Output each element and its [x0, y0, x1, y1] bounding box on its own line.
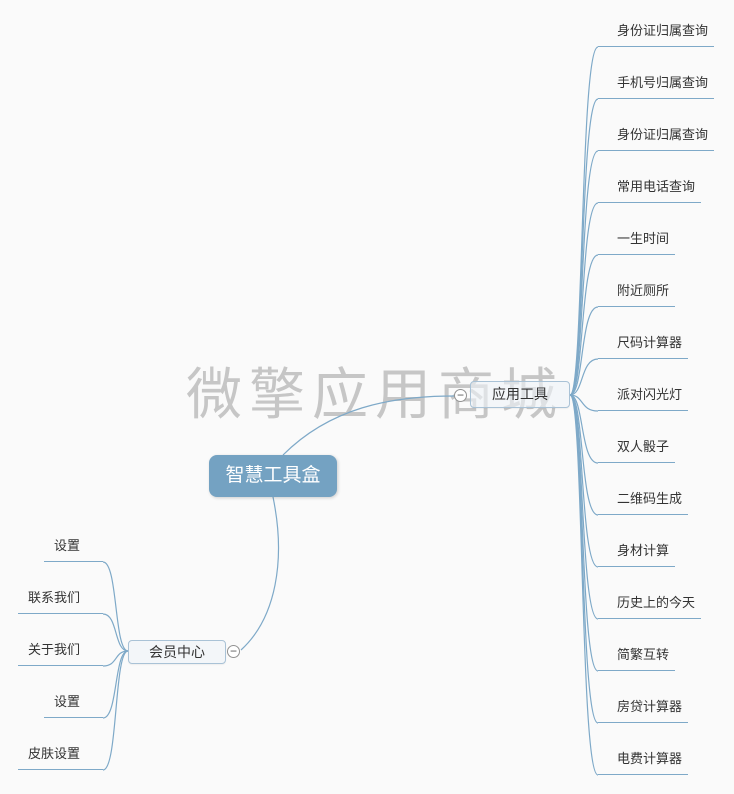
leaf-node[interactable]: 设置 [43, 539, 103, 562]
leaf-node[interactable]: 房贷计算器 [598, 700, 689, 723]
leaf-node[interactable]: 设置 [43, 695, 103, 718]
leaf-node[interactable]: 电费计算器 [598, 752, 689, 775]
branch-curve [569, 394, 599, 412]
leaf-node[interactable]: 简繁互转 [598, 648, 676, 671]
branch-curve [569, 394, 599, 464]
leaf-node[interactable]: 二维码生成 [598, 492, 689, 515]
collapse-expander-member-icon[interactable]: − [227, 645, 240, 658]
branch-node-apps[interactable]: 应用工具 [470, 381, 570, 408]
leaf-node[interactable]: 派对闪光灯 [598, 388, 689, 411]
root-node[interactable]: 智慧工具盒 [209, 455, 337, 497]
leaf-node[interactable]: 身材计算 [598, 544, 676, 567]
branch-curve [102, 650, 129, 719]
branch-curve [102, 561, 129, 652]
branch-curve [102, 650, 129, 667]
leaf-node[interactable]: 双人骰子 [598, 440, 676, 463]
collapse-expander-apps-icon[interactable]: − [454, 389, 467, 402]
leaf-node[interactable]: 一生时间 [598, 232, 676, 255]
leaf-node[interactable]: 联系我们 [17, 591, 103, 614]
leaf-node[interactable]: 历史上的今天 [598, 596, 702, 619]
branch-curve [569, 202, 599, 396]
leaf-node[interactable]: 皮肤设置 [17, 747, 103, 770]
leaf-node[interactable]: 尺码计算器 [598, 336, 689, 359]
leaf-node[interactable]: 身份证归属查询 [598, 24, 715, 47]
branch-curve [569, 358, 599, 396]
leaf-node[interactable]: 身份证归属查询 [598, 128, 715, 151]
branch-curve [569, 254, 599, 396]
branch-curve [102, 613, 129, 652]
root-to-member-curve [240, 496, 280, 651]
branch-curve [569, 306, 599, 396]
leaf-node[interactable]: 常用电话查询 [598, 180, 702, 203]
leaf-node[interactable]: 附近厕所 [598, 284, 676, 307]
root-to-apps-curve [282, 395, 455, 456]
leaf-node[interactable]: 手机号归属查询 [598, 76, 715, 99]
branch-curve [569, 394, 599, 776]
leaf-node[interactable]: 关于我们 [17, 643, 103, 666]
branch-node-member[interactable]: 会员中心 [128, 640, 226, 664]
branch-curve [102, 650, 129, 771]
